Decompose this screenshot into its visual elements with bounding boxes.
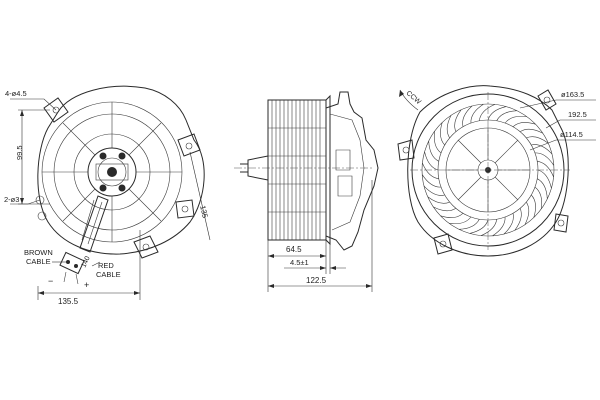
- rear-fan-blade: [480, 219, 497, 236]
- rear-fan-blade: [479, 104, 496, 121]
- red-cable-leader: [91, 261, 101, 267]
- rear-fan-blade: [519, 128, 543, 134]
- rear-fan-blade: [504, 115, 527, 124]
- side-shaft-stub: [240, 155, 269, 181]
- rear-fan-blade: [440, 213, 464, 218]
- callout-offset: 4.5±1: [290, 258, 309, 267]
- callout-plus: +: [84, 280, 89, 290]
- rear-fan-blade: [440, 122, 445, 146]
- front-hub-inner: [97, 157, 127, 187]
- rear-fan-blade: [446, 115, 452, 139]
- rear-fan-blade: [496, 110, 518, 121]
- cable-channel: [79, 195, 109, 253]
- front-shaft: [107, 167, 117, 177]
- side-view: 64.5 4.5±1 122.5: [234, 91, 379, 292]
- rear-fan-blade: [470, 103, 484, 124]
- rear-fan-blade: [462, 105, 473, 127]
- connector: [59, 251, 85, 285]
- side-fan-fins: [268, 100, 326, 240]
- rear-fan-blade: [433, 206, 457, 212]
- rear-fan-blade: [537, 161, 554, 178]
- callout-fan-width: 64.5: [286, 245, 302, 254]
- dim-total-width-line: [267, 180, 373, 292]
- rear-fan-blade: [424, 151, 439, 171]
- cable-channel-detail: [81, 199, 103, 245]
- rear-fan-blade: [423, 185, 445, 196]
- side-motor-housing: [325, 91, 379, 251]
- rear-fan-blade: [427, 196, 450, 204]
- front-housing-outline: [37, 85, 205, 255]
- dim-diag-line: [189, 151, 211, 241]
- rear-flange-outline: [407, 85, 569, 257]
- callout-d1: ø163.5: [561, 90, 584, 99]
- side-flange: [325, 94, 331, 246]
- rear-fan-blade: [524, 201, 530, 225]
- rear-fan-blades: [421, 103, 555, 237]
- callout-studs: 2-ø3: [4, 195, 19, 204]
- rear-fan-blade: [537, 169, 552, 189]
- rear-fan-blade: [531, 194, 536, 218]
- callout-d3: ø114.5: [560, 130, 583, 139]
- front-hub-block: [95, 163, 129, 181]
- mounting-ears: [35, 97, 201, 259]
- rear-centerlines: [410, 92, 570, 250]
- callout-minus: −: [48, 276, 53, 286]
- callout-d2: 192.5: [568, 110, 587, 119]
- rear-fan-blade: [422, 162, 439, 179]
- rear-fan-blade: [421, 174, 442, 188]
- rear-fan-blade: [487, 106, 507, 121]
- rear-fan-blade: [534, 186, 543, 209]
- dim-offset-line: [284, 244, 346, 274]
- rear-fan-blade: [514, 208, 522, 231]
- front-hub-lug: [99, 184, 107, 192]
- rear-mounting-ears: [397, 89, 569, 255]
- rear-fan-blade: [449, 216, 472, 225]
- side-motor-inner: [329, 113, 365, 231]
- rear-view: CCW ø163.5 192.5 ø114.5: [397, 85, 596, 257]
- callout-diag: 135: [198, 205, 210, 219]
- callout-lead: 140: [80, 255, 91, 269]
- rear-fan-blade: [537, 178, 548, 200]
- dim-studs-leader: [10, 199, 41, 205]
- front-hub-lug: [118, 184, 126, 192]
- callout-height: 99.5: [15, 145, 24, 160]
- callout-width: 135.5: [58, 297, 79, 306]
- front-ribs: [42, 102, 182, 242]
- dim-d3-leader: [529, 139, 596, 151]
- rear-fan-blade: [526, 136, 549, 144]
- front-hub-lug: [99, 152, 107, 160]
- rear-fan-blade: [503, 213, 514, 235]
- front-hub-lug: [118, 152, 126, 160]
- rear-fan-blade: [531, 144, 553, 155]
- rear-fan-blade: [428, 140, 439, 162]
- callout-holes: 4-ø4.5: [5, 89, 27, 98]
- dim-d1-leader: [519, 99, 596, 109]
- rear-fan-blade: [458, 219, 480, 230]
- side-fan-cage: [267, 99, 327, 241]
- rear-fan-blade: [534, 152, 555, 166]
- rear-fan-blade: [512, 122, 536, 127]
- callout-total-width: 122.5: [306, 276, 327, 285]
- rear-fan-blade: [469, 219, 489, 234]
- dim-d2-leader: [545, 119, 596, 129]
- callout-rotation: CCW: [405, 90, 423, 106]
- rear-fan-blade: [492, 216, 506, 237]
- dim-fan-width-line: [267, 240, 327, 262]
- dim-holes-leader: [10, 98, 57, 111]
- rear-fan-blade: [454, 109, 462, 132]
- rear-fan-blade: [433, 131, 442, 154]
